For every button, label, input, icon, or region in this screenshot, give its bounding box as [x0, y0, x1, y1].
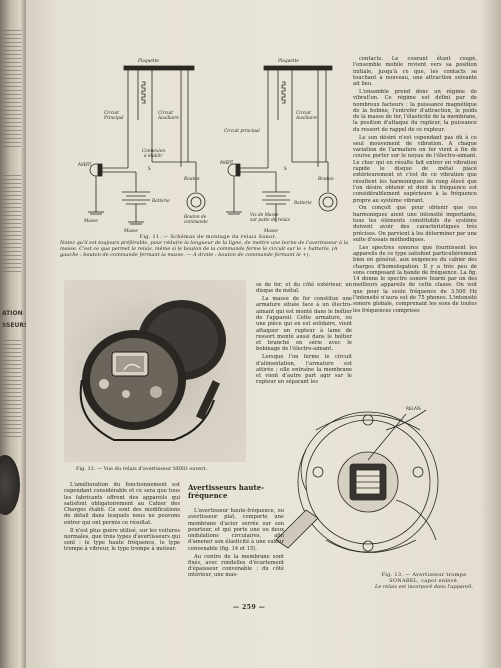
- paragraph: se de fer, et du côté extérieur, un disq…: [256, 282, 352, 295]
- paragraph: contacts. Le courant étant coupé, l'ense…: [353, 56, 477, 88]
- paragraph: L'ensemble prend donc un régime de vibra…: [353, 88, 477, 133]
- paragraph: L'amélioration du fonctionnement est cep…: [64, 482, 180, 526]
- s-label: S: [148, 166, 151, 171]
- paragraph: L'avertisseur haute-fréquence, ou averti…: [188, 508, 284, 552]
- previous-page-edge: ATION SSEURS: [0, 0, 26, 668]
- bottom-left-column-text: L'amélioration du fonctionnement est cep…: [64, 482, 180, 554]
- figure-12-photo: [64, 280, 246, 462]
- paragraph: La masse de fer constitue une armature s…: [256, 296, 352, 353]
- circuit-principal-label: Circuit principal: [224, 129, 260, 134]
- connexion-label-2: à établir: [144, 154, 163, 159]
- avert-label: AVERT: [78, 162, 92, 167]
- bouton-commande-label: Bouton de: [183, 215, 207, 220]
- paragraph: Il n'est plus guère utilisé, sur les voi…: [64, 527, 180, 553]
- circuit-principal-label: Circuit: [104, 111, 119, 116]
- right-column-text: contacts. Le courant étant coupé, l'ense…: [353, 56, 477, 315]
- paragraph: Le son désiré n'est cependant pas dû à c…: [353, 134, 477, 204]
- plaquette-label: Plaquette: [137, 59, 159, 64]
- vis-masse-label-2: sur patte de relais: [250, 218, 291, 223]
- batterie-label: Batterie: [293, 201, 312, 206]
- masse-label: Masse: [123, 229, 138, 234]
- figure-13-caption-text: Le relais est incorporé dans l'appareil.: [375, 584, 473, 590]
- relais-label: RELAIS: [406, 406, 421, 411]
- avert-label: AVERT: [220, 160, 234, 165]
- s-label: S: [284, 166, 287, 171]
- vis-masse-label: Vis de Masse: [250, 213, 279, 218]
- figure-13-caption-label: Fig. 13. — Avertisseur trompe SONABEL, c…: [381, 572, 467, 584]
- figure-13-illustration: RELAIS: [275, 406, 439, 553]
- bouton-commande-label-2: commande: [184, 220, 208, 225]
- circuit-auxiliaire-label-2: Auxiliaire: [295, 116, 317, 121]
- section-heading: Avertisseurs haute-fréquence: [188, 483, 265, 500]
- masse-label-2: Masse: [83, 219, 98, 224]
- circuit-auxiliaire-label-2: Auxiliaire: [157, 116, 179, 121]
- circuit-principal-label-2: Principal: [103, 116, 124, 121]
- bouton-label: Bouton: [183, 177, 200, 182]
- paragraph: Au centre de la membrane sont fixés, ave…: [188, 553, 284, 579]
- plaquette-label: Plaquette: [277, 59, 299, 64]
- circuit-auxiliaire-label: Circuit: [296, 111, 311, 116]
- figure-11-left-schematic: Plaquette Circuit Principal Circuit Auxi…: [78, 59, 208, 234]
- connexion-label: Connexion: [142, 149, 165, 154]
- circuit-auxiliaire-label: Circuit: [158, 111, 173, 116]
- previous-page-text-lines: [3, 30, 21, 150]
- figure-11-caption: Fig. 11. — Schémas de montage du relais …: [60, 234, 356, 258]
- page-number: — 259 —: [233, 604, 266, 611]
- paragraph: Les spectres sonores que fournissent les…: [353, 244, 477, 314]
- previous-page-figure: [0, 455, 20, 515]
- middle-column-text: se de fer, et du côté extérieur, un disq…: [256, 282, 352, 387]
- figure-11-caption-label: Fig. 11. — Schémas de montage du relais …: [139, 234, 277, 240]
- bouton-label: Bouton: [317, 177, 334, 182]
- relay-photo-illustration: [79, 300, 226, 441]
- paragraph: Lorsque l'on ferme le circuit d'alimenta…: [256, 354, 352, 386]
- previous-page-text-lines: [3, 340, 21, 440]
- figure-11-caption-text: Notez qu'il est toujours préférable, pou…: [60, 240, 349, 258]
- masse-label: Masse: [263, 229, 278, 234]
- previous-page-heading: ATION: [2, 310, 23, 317]
- figure-11-right-schematic: Plaquette Circuit principal Circuit Auxi…: [220, 59, 338, 234]
- page: Plaquette Circuit Principal Circuit Auxi…: [28, 0, 501, 668]
- figure-13-caption: Fig. 13. — Avertisseur trompe SONABEL, c…: [370, 572, 478, 590]
- bottom-middle-column-text: L'avertisseur haute-fréquence, ou averti…: [188, 508, 284, 580]
- batterie-label: Batterie: [151, 199, 170, 204]
- previous-page-text-lines: [3, 175, 21, 275]
- paragraph: On conçoit que pour obtenir que ces harm…: [353, 205, 477, 243]
- previous-page-heading: SSEURS: [2, 322, 26, 329]
- figure-12-caption: Fig. 12. — Vue du relais d'avertisseur M…: [76, 466, 208, 472]
